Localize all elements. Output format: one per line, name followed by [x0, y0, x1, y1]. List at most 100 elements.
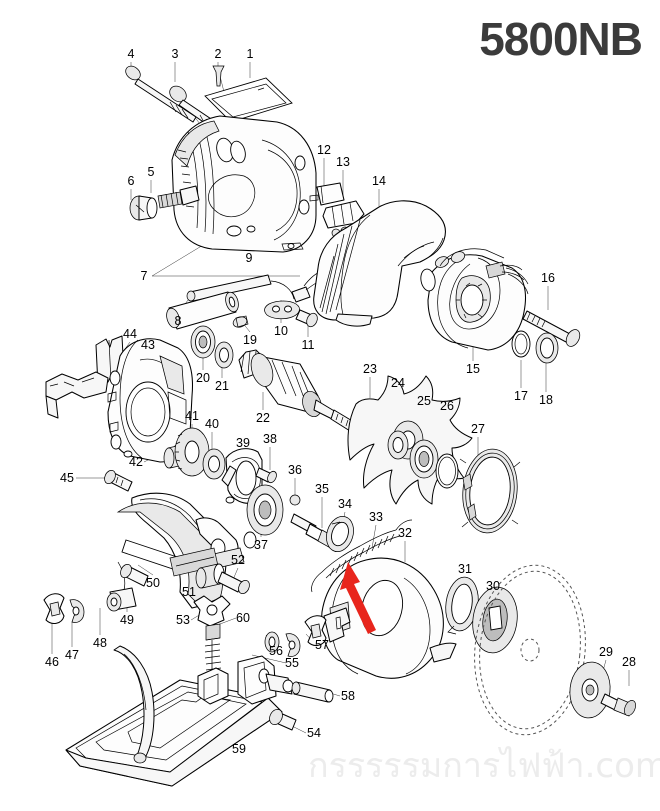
callout-34: 34 [338, 497, 352, 511]
callout-44: 44 [123, 327, 137, 341]
callout-58: 58 [341, 689, 355, 703]
part-cable [270, 270, 327, 303]
callout-43: 43 [141, 338, 155, 352]
callout-47: 47 [65, 648, 79, 662]
callout-5: 5 [147, 165, 155, 179]
callout-40: 40 [205, 417, 219, 431]
callout-41: 41 [185, 409, 199, 423]
part-brush-holder-left [45, 371, 109, 419]
callout-36: 36 [288, 463, 302, 477]
part-27-bearing-retainer [459, 448, 521, 534]
part-34-bearing-ring [326, 516, 354, 552]
callout-57: 57 [315, 638, 329, 652]
callout-42: 42 [129, 455, 143, 469]
callout-24: 24 [391, 376, 405, 390]
part-19-bushing [232, 315, 249, 328]
callout-38: 38 [263, 432, 277, 446]
callout-14: 14 [372, 174, 386, 188]
page-title: 5800NB [479, 13, 643, 65]
callout-52: 52 [231, 553, 245, 567]
callout-55: 55 [285, 656, 299, 670]
part-15-field-housing [420, 248, 529, 351]
part-8-roller [166, 291, 239, 330]
callout-12: 12 [317, 143, 331, 157]
part-25-bearing [409, 439, 439, 479]
callout-48: 48 [93, 636, 107, 650]
part-45-screw [104, 469, 133, 492]
callout-49: 49 [120, 613, 134, 627]
callout-30: 30 [486, 579, 500, 593]
part-base-bracket [197, 655, 294, 705]
callout-28: 28 [622, 655, 636, 669]
part-51-spacer [195, 563, 225, 589]
callout-32: 32 [398, 526, 412, 540]
callout-2: 2 [214, 47, 222, 61]
part-52-screw [217, 571, 250, 595]
part-18-seal [535, 332, 559, 364]
part-49-screw [120, 563, 149, 587]
part-20-bearing [190, 325, 216, 359]
callout-4: 4 [127, 47, 135, 61]
red-arrow [340, 562, 376, 634]
part-2-pin [212, 65, 225, 87]
callout-19: 19 [243, 333, 257, 347]
part-12-switch-block [309, 182, 345, 206]
part-55-clip [285, 633, 301, 657]
callout-46: 46 [45, 655, 59, 669]
callout-16: 16 [541, 271, 555, 285]
callout-13: 13 [336, 155, 350, 169]
part-1-name-plate [204, 77, 293, 123]
part-32-safety-guard [321, 557, 457, 679]
part-28-bolt [600, 693, 636, 717]
callout-18: 18 [539, 393, 553, 407]
part-46-lever [43, 593, 65, 625]
callout-22: 22 [256, 411, 270, 425]
part-26-oring [435, 453, 459, 489]
part-53-wing-bolt [193, 595, 231, 641]
callout-56: 56 [269, 644, 283, 658]
callout-23: 23 [363, 362, 377, 376]
part-4-long-screw [125, 65, 197, 123]
part-56-washer [264, 631, 280, 653]
callout-9: 9 [245, 251, 253, 265]
part-saw-blade [474, 564, 586, 736]
part-5-brush-screw [157, 185, 200, 209]
part-11-screw [295, 309, 318, 328]
callout-54: 54 [307, 726, 321, 740]
callout-11: 11 [301, 338, 315, 352]
callout-10: 10 [274, 324, 288, 338]
callout-35: 35 [315, 482, 329, 496]
part-38-screw [255, 467, 277, 484]
callout-21: 21 [215, 379, 229, 393]
callout-59: 59 [232, 742, 246, 756]
callout-51: 51 [182, 585, 196, 599]
part-58-shaft [291, 681, 334, 703]
part-31-flange-washer [445, 576, 479, 635]
callout-1: 1 [246, 47, 254, 61]
callout-53: 53 [176, 613, 190, 627]
part-21-washer [214, 341, 234, 369]
callout-25: 25 [417, 394, 431, 408]
callout-33: 33 [369, 510, 383, 524]
callout-20: 20 [196, 371, 210, 385]
part-24-washer [387, 430, 409, 460]
part-guide-arc [113, 645, 155, 764]
part-47-clip [69, 599, 85, 623]
part-22-armature [238, 349, 355, 432]
part-14-handle [313, 200, 446, 327]
callout-45: 45 [60, 471, 74, 485]
part-16-screw [522, 310, 581, 347]
callout-3: 3 [171, 47, 179, 61]
part-10-clamp [264, 300, 300, 320]
callout-37: 37 [254, 538, 268, 552]
callout-50: 50 [146, 576, 160, 590]
part-30-inner-flange [472, 586, 518, 654]
callout-27: 27 [471, 422, 485, 436]
part-33-torsion-spring [311, 519, 413, 593]
part-54-bolt [269, 708, 297, 731]
part-57-lever [304, 615, 327, 647]
part-29-outer-flange [569, 661, 611, 719]
part-17-washer [511, 330, 531, 358]
